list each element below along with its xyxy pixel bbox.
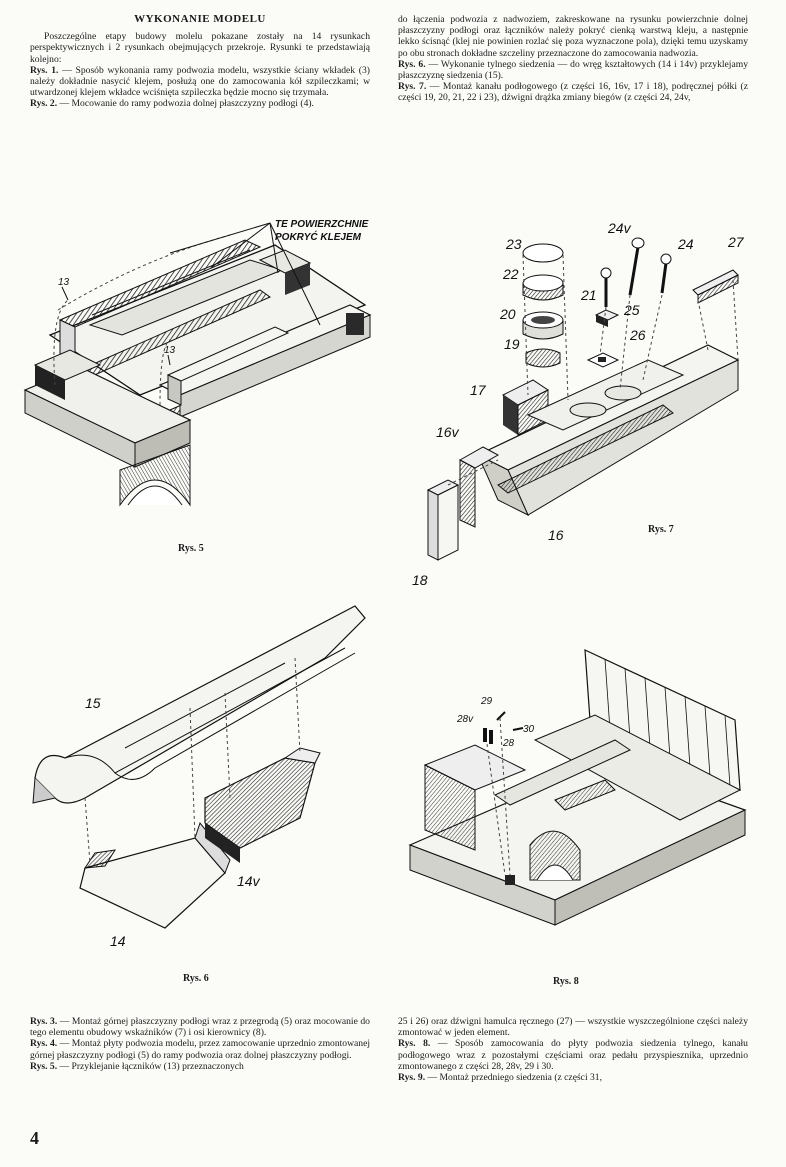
fig7-label-24: 24 — [677, 236, 694, 252]
figure-rys7-floor-tunnel: 23 24v 24 27 22 21 25 20 26 19 17 16v 16… — [412, 220, 745, 588]
fig6-label-14: 14 — [110, 933, 126, 949]
rys8-paragraph: Rys. 8. — Sposób zamocowania do płyty po… — [398, 1038, 748, 1072]
tunnel-channel — [497, 404, 674, 494]
rys1-paragraph: Rys. 1. — Sposób wykonania ramy podwozia… — [30, 65, 370, 99]
caption-rys5: Rys. 5 — [178, 543, 204, 554]
figure-rys8-assembly: 29 28v 30 28 — [408, 649, 747, 926]
text-column-bottom-right: 25 i 26) oraz dźwigni hamulca ręcznego (… — [398, 1016, 748, 1083]
fig7-label-24v: 24v — [607, 220, 632, 236]
rys3-paragraph: Rys. 3. — Montaż górnej płaszczyzny podł… — [30, 1016, 370, 1038]
fig7-label-22: 22 — [502, 266, 519, 282]
fig5-label-13b: 13 — [164, 345, 176, 356]
fig7-label-25: 25 — [623, 302, 640, 318]
rys3-text: — Montaż górnej płaszczyzny podłogi wraz… — [30, 1016, 370, 1039]
continued-paragraph-2: 25 i 26) oraz dźwigni hamulca ręcznego (… — [398, 1016, 748, 1039]
part-24 — [660, 262, 668, 294]
rys6-ref: Rys. 6. — [398, 58, 426, 70]
part-14v-rib — [204, 757, 316, 849]
part-15-seat-panel — [34, 605, 366, 804]
fig8-label-28v: 28v — [456, 714, 474, 725]
wheel-arch — [529, 830, 581, 881]
rys8-ref: Rys. 8. — [398, 1038, 431, 1050]
accelerator-pedal-parts — [483, 711, 524, 744]
rys9-text: — Montaż przedniego siedzenia (z części … — [425, 1072, 603, 1084]
caption-rys7: Rys. 7 — [648, 524, 674, 535]
fig8-label-30: 30 — [523, 724, 535, 735]
rys8-text: — Sposób zamocowania do płyty podwozia s… — [398, 1038, 748, 1072]
rys2-ref: Rys. 2. — [30, 98, 58, 110]
fig7-label-16v: 16v — [436, 424, 460, 440]
fig5-label-13a: 13 — [58, 277, 70, 288]
rys7-text: — Montaż kanału podłogowego (z części 16… — [398, 81, 748, 104]
rys3-ref: Rys. 3. — [30, 1016, 58, 1027]
part-24v — [628, 246, 640, 296]
figure-rys5-chassis-frame: TE POWIERZCHNIE POKRYĆ KLEJEM 13 13 — [23, 219, 372, 507]
rys7-paragraph: Rys. 7. — Montaż kanału podłogowego (z c… — [398, 81, 748, 103]
rys4-ref: Rys. 4. — [30, 1038, 58, 1050]
caption-rys6: Rys. 6 — [183, 973, 209, 984]
wheel-housing — [119, 444, 191, 507]
rys9-paragraph: Rys. 9. — Montaż przedniego siedzenia (z… — [398, 1072, 748, 1083]
rys7-ref: Rys. 7. — [398, 81, 427, 93]
rear-seat-cushion — [533, 714, 742, 821]
rys1-text: — Sposób wykonania ramy podwozia modelu,… — [30, 64, 370, 99]
fig7-label-26: 26 — [629, 327, 646, 343]
fig7-label-18: 18 — [412, 572, 428, 588]
section-title: WYKONANIE MODELU — [134, 13, 266, 25]
page-number: 4 — [30, 1128, 39, 1148]
part-19 — [525, 348, 561, 368]
rys4-paragraph: Rys. 4. — Montaż płyty podwozia modelu, … — [30, 1038, 370, 1060]
floor-tunnel — [493, 739, 632, 806]
rys2-paragraph: Rys. 2. — Mocowanie do ramy podwozia dol… — [30, 98, 370, 109]
fig7-label-16: 16 — [548, 527, 564, 543]
text-column-top-right: do łączenia podwozia z nadwoziem, zakres… — [398, 14, 748, 104]
continued-paragraph: do łączenia podwozia z nadwoziem, zakres… — [398, 14, 748, 59]
glue-note-line2: POKRYĆ KLEJEM — [275, 230, 362, 243]
rys9-ref: Rys. 9. — [398, 1072, 426, 1084]
rys4-text: — Montaż płyty podwozia modelu, przez za… — [30, 1038, 370, 1061]
fig7-label-19: 19 — [504, 336, 520, 352]
part-14-rib — [79, 837, 226, 929]
intro-paragraph: Poszczególne etapy budowy molelu pokazan… — [30, 31, 370, 65]
fig6-label-15: 15 — [85, 695, 101, 711]
fig7-label-27: 27 — [727, 234, 745, 250]
fig8-label-28: 28 — [502, 738, 515, 749]
rys5-text: — Przyklejanie łączników (13) przeznaczo… — [57, 1060, 244, 1072]
fig7-label-23: 23 — [505, 236, 522, 252]
rys6-paragraph: Rys. 6. — Wykonanie tylnego siedzenia — … — [398, 59, 748, 81]
rys2-text: — Mocowanie do ramy podwozia dolnej płas… — [57, 98, 314, 110]
fig7-label-21: 21 — [580, 287, 597, 303]
figure-rys6-rear-seat: 15 14v 14 — [32, 605, 366, 949]
caption-rys8: Rys. 8 — [553, 976, 579, 987]
glue-note-line1: TE POWIERZCHNIE — [275, 219, 369, 230]
fig7-label-20: 20 — [499, 306, 516, 322]
fig8-label-29: 29 — [480, 696, 493, 707]
fig7-label-17: 17 — [470, 382, 487, 398]
part-23 — [522, 243, 564, 263]
rys1-ref: Rys. 1. — [30, 64, 59, 76]
rys6-text: — Wykonanie tylnego siedzenia — do wręg … — [398, 58, 748, 82]
text-column-bottom-left: Rys. 3. — Montaż górnej płaszczyzny podł… — [30, 1016, 370, 1072]
text-column-top-left: WYKONANIE MODELU Poszczególne etapy budo… — [30, 13, 370, 110]
rys5-paragraph: Rys. 5. — Przyklejanie łączników (13) pr… — [30, 1061, 370, 1072]
fig6-label-14v: 14v — [237, 873, 261, 889]
rys5-ref: Rys. 5. — [30, 1060, 58, 1072]
